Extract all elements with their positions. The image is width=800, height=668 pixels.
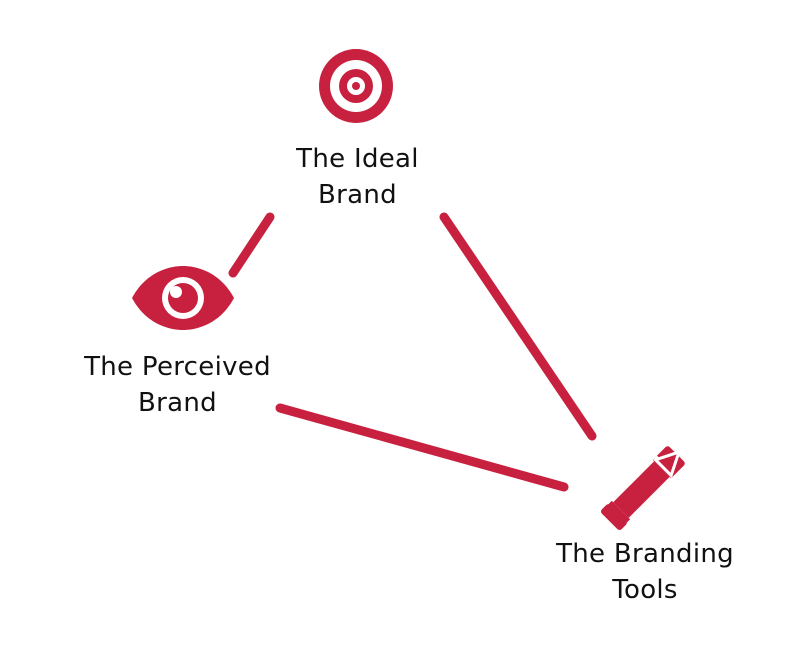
node-label-ideal-brand: The Ideal Brand (230, 141, 485, 213)
connector-ideal-tools (439, 212, 597, 441)
target-icon (319, 49, 393, 123)
ideal-label-line1: The Ideal (296, 144, 419, 174)
node-label-branding-tools: The Branding Tools (515, 536, 775, 608)
eye-icon (132, 266, 234, 330)
perceived-label-line1: The Perceived (84, 352, 271, 382)
node-label-perceived-brand: The Perceived Brand (45, 349, 310, 421)
tools-label-line2: Tools (612, 575, 678, 605)
connector-perceived-tools (275, 403, 569, 492)
perceived-label-line2: Brand (138, 388, 217, 418)
pencil-ruler-icon (600, 446, 685, 531)
tools-label-line1: The Branding (556, 539, 734, 569)
connector-ideal-perceived (228, 212, 275, 278)
ideal-label-line2: Brand (318, 180, 397, 210)
connectors (228, 212, 597, 492)
